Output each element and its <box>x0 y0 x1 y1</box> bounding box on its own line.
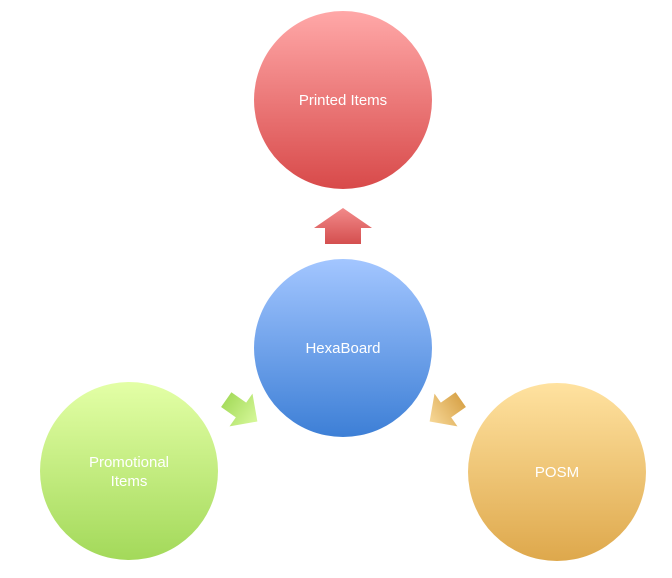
arrow-down-left-icon <box>221 392 258 427</box>
node-promotional-items: Promotional Items <box>40 382 218 560</box>
node-printed-items-label: Printed Items <box>299 92 387 109</box>
node-hexaboard-label: HexaBoard <box>305 340 380 357</box>
node-posm-circle <box>468 383 646 561</box>
node-posm-label: POSM <box>535 464 579 481</box>
node-promotional-items-label-line-2: Items <box>111 473 148 490</box>
node-posm: POSM <box>468 383 646 561</box>
node-printed-items: Printed Items <box>254 11 432 189</box>
arrow-up-icon <box>314 208 372 244</box>
node-printed-items-circle <box>254 11 432 189</box>
arrow-down-right-icon <box>429 392 466 427</box>
node-hexaboard-circle <box>254 259 432 437</box>
node-hexaboard: HexaBoard <box>254 259 432 437</box>
node-promotional-items-label-line-1: Promotional <box>89 454 169 471</box>
node-promotional-items-circle <box>40 382 218 560</box>
